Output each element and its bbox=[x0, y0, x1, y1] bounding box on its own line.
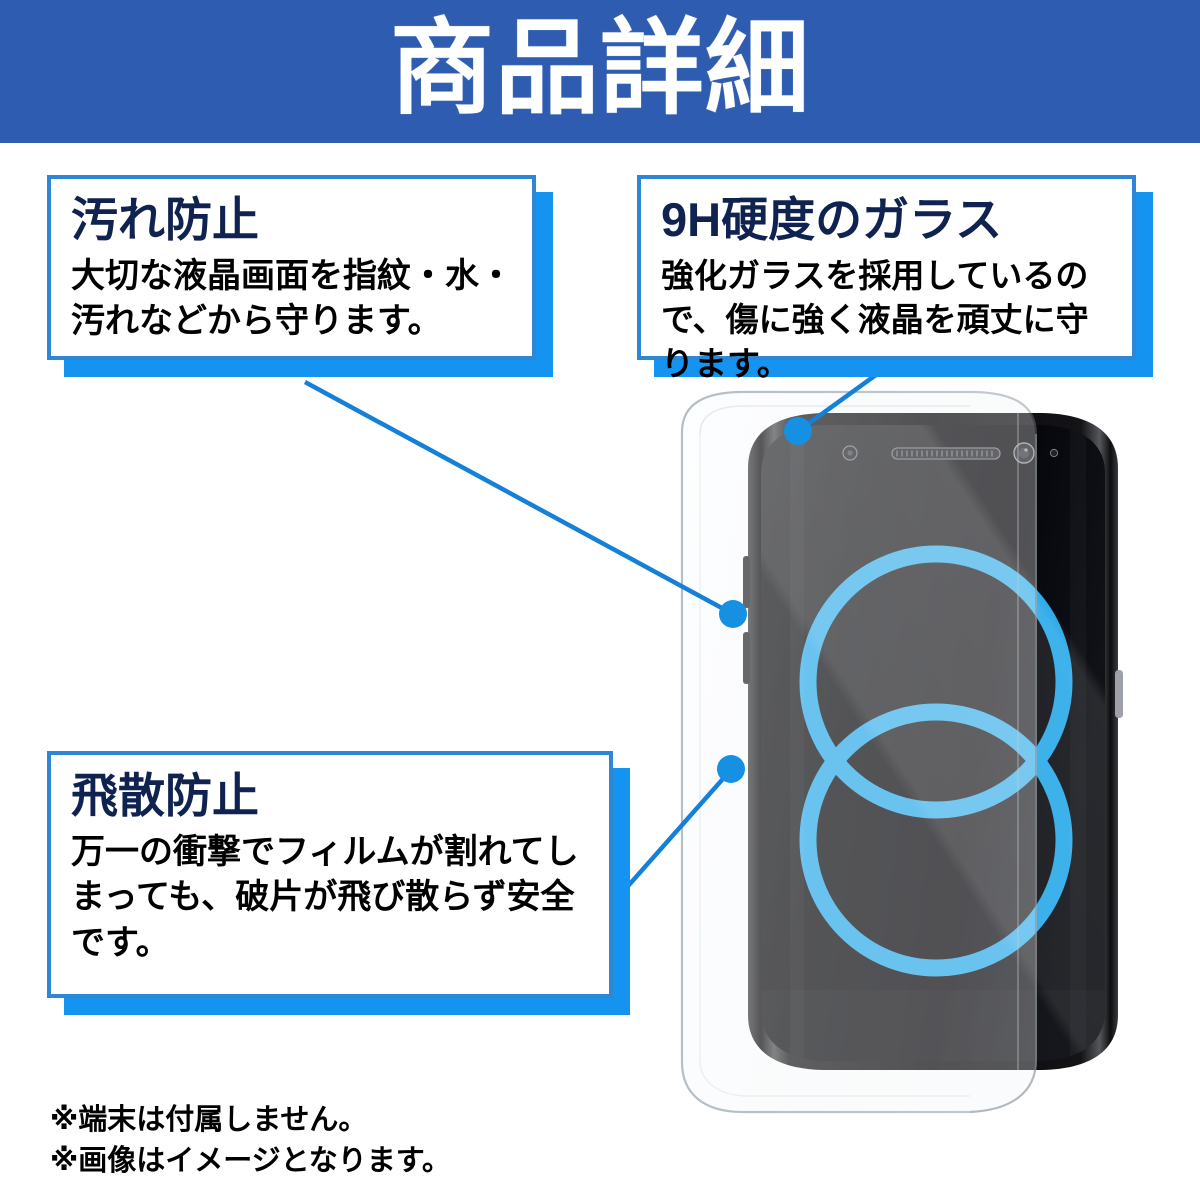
card-surface: 汚れ防止 大切な液晶画面を指紋・水・汚れなどから守ります。 bbox=[47, 175, 536, 360]
proximity-sensor-icon bbox=[842, 445, 858, 461]
volume-up-button bbox=[743, 556, 750, 608]
iris-sensor-icon bbox=[1049, 448, 1059, 458]
earpiece-speaker-grille bbox=[891, 447, 1001, 460]
smartphone-device bbox=[743, 413, 1123, 1070]
volume-down-button bbox=[743, 632, 750, 684]
card-description: 万一の衝撃でフィルムが割れてしまっても、破片が飛び散らず安全です。 bbox=[71, 832, 579, 962]
card-title: 汚れ防止 bbox=[71, 193, 259, 246]
card-description: 大切な液晶画面を指紋・水・汚れなどから守ります。 bbox=[71, 256, 513, 341]
front-camera-icon bbox=[1013, 442, 1035, 464]
feature-card-shatter-prevention: 飛散防止 万一の衝撃でフィルムが割れてしまっても、破片が飛び散らず安全です。 bbox=[47, 751, 630, 1015]
card-surface: 9H硬度のガラス 強化ガラスを採用しているので、傷に強く液晶を頑丈に守ります。 bbox=[637, 175, 1136, 382]
page-title: 商品詳細 bbox=[389, 10, 810, 127]
callout-dot-shatter bbox=[717, 755, 745, 783]
callout-dot-dirt bbox=[719, 600, 747, 628]
feature-card-9h-hardness-glass: 9H硬度のガラス 強化ガラスを採用しているので、傷に強く液晶を頑丈に守ります。 bbox=[637, 175, 1153, 382]
header-banner: 商品詳細 bbox=[0, 0, 1200, 143]
power-button bbox=[1115, 670, 1123, 718]
card-description: 強化ガラスを採用しているので、傷に強く液晶を頑丈に守ります。 bbox=[661, 256, 1089, 383]
feature-card-dirt-prevention: 汚れ防止 大切な液晶画面を指紋・水・汚れなどから守ります。 bbox=[47, 175, 553, 377]
callout-dot-hardness bbox=[784, 417, 812, 445]
card-title: 9H硬度のガラス bbox=[661, 193, 1003, 246]
disclaimer-notes: ※端末は付属しません。 ※画像はイメージとなります。 bbox=[50, 1100, 650, 1182]
note-line: ※端末は付属しません。 bbox=[50, 1104, 368, 1136]
protector-edge-lines bbox=[969, 412, 1037, 1113]
product-illustration bbox=[640, 370, 1180, 1180]
note-line: ※画像はイメージとなります。 bbox=[50, 1145, 451, 1178]
card-surface: 飛散防止 万一の衝撃でフィルムが割れてしまっても、破片が飛び散らず安全です。 bbox=[47, 751, 613, 998]
card-title: 飛散防止 bbox=[71, 769, 259, 822]
